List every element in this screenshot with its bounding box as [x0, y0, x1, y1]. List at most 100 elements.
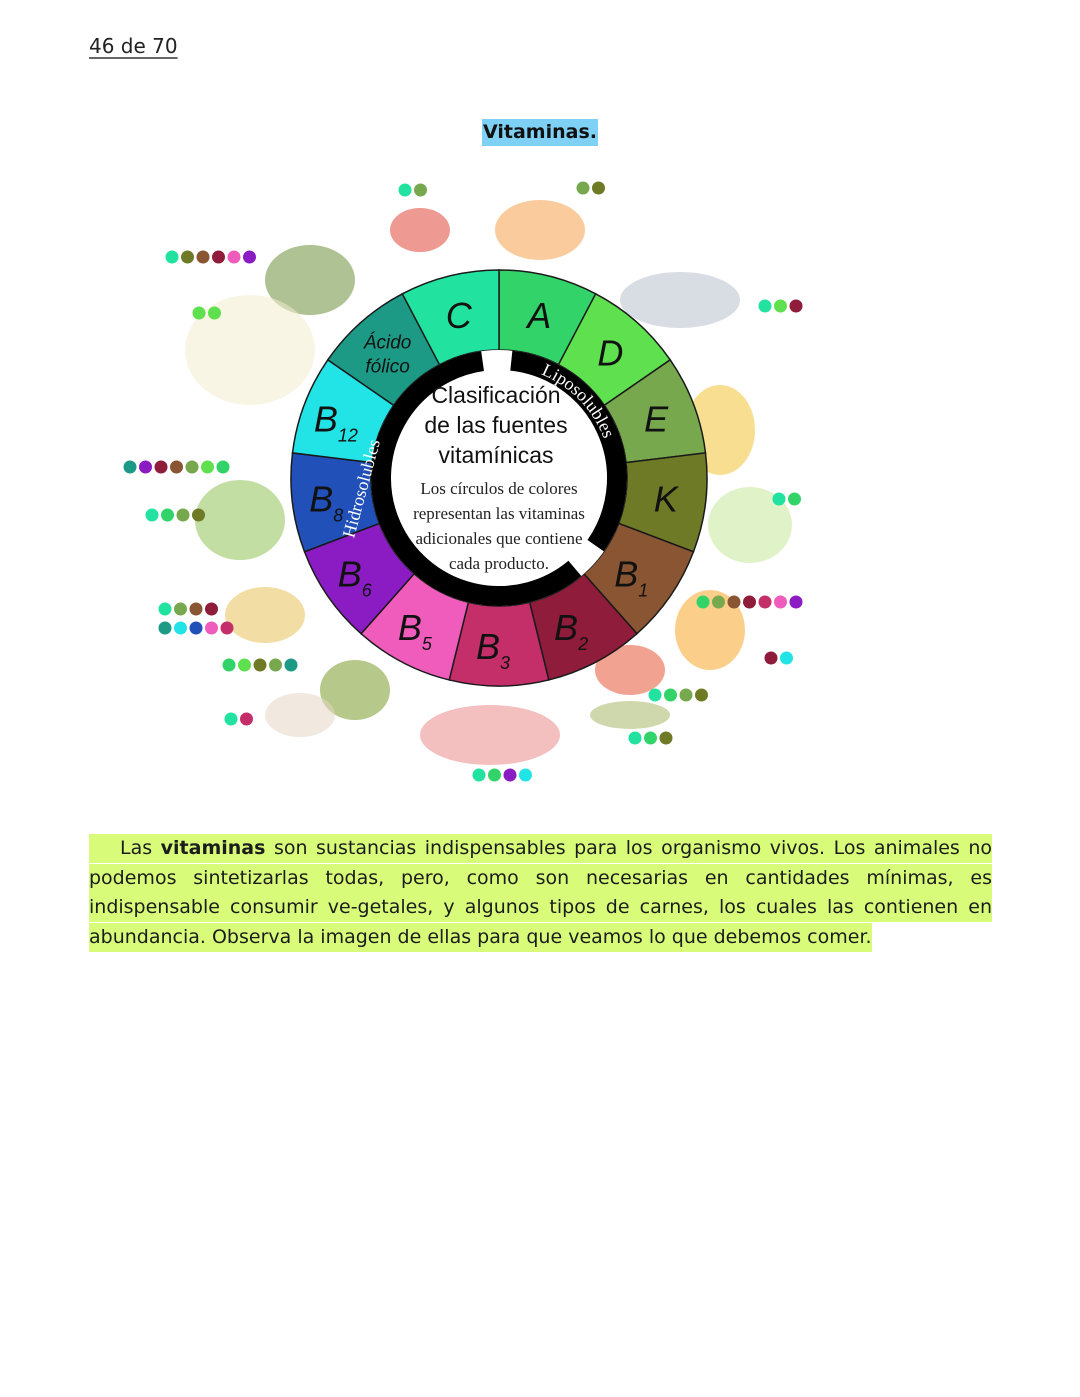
vitamin-dot: [224, 712, 238, 726]
segment-label: K: [654, 478, 680, 519]
vitamin-dot: [174, 602, 187, 616]
vitamin-dot: [519, 768, 532, 782]
vitamin-dot: [145, 508, 159, 522]
page-title: Vitaminas.: [482, 119, 598, 146]
center-title-line: de las fuentes: [424, 412, 567, 438]
vitamin-dot: [238, 658, 251, 672]
vitamin-dot: [679, 688, 693, 702]
food-image: [265, 245, 355, 315]
vitamin-dot: [284, 658, 298, 672]
vitamin-dot: [123, 460, 137, 474]
hidrosolubles-arc: [371, 351, 582, 606]
center-note-line: Los círculos de colores: [420, 479, 577, 498]
vitamin-dot: [648, 688, 662, 702]
vitamin-dot: [576, 181, 590, 195]
vitamin-dot: [227, 250, 241, 264]
segment-label: A: [525, 295, 551, 336]
vitamin-dot: [743, 595, 756, 609]
food-image: [495, 200, 585, 260]
food-image: [420, 705, 560, 765]
center-note-line: adicionales que contiene: [415, 529, 582, 548]
vitamin-dot: [161, 508, 174, 522]
food-image: [708, 487, 792, 563]
vitamin-dot: [174, 621, 187, 635]
vitamin-dot: [780, 651, 793, 665]
vitamin-dot: [158, 602, 172, 616]
vitamin-dot: [414, 183, 427, 197]
vitamin-dot: [659, 731, 673, 745]
segment-label: Ácido: [363, 332, 412, 353]
vitamin-dot: [240, 712, 253, 726]
vitamin-dot: [222, 658, 236, 672]
vitamin-dot: [592, 181, 605, 195]
vitamin-dot: [253, 658, 267, 672]
liposolubles-arc: [510, 350, 627, 552]
vitamin-dot: [205, 621, 218, 635]
vitamin-dot: [772, 492, 786, 506]
center-title-line: Clasificación: [431, 382, 560, 408]
vitamin-dot: [727, 595, 741, 609]
vitamin-dot: [712, 595, 725, 609]
vitamin-dot: [774, 595, 787, 609]
vitamin-dot: [139, 460, 152, 474]
food-image: [390, 208, 450, 252]
vitamin-dot: [189, 621, 203, 635]
vitamin-dot: [216, 460, 230, 474]
vitamin-dot: [189, 602, 203, 616]
food-image: [675, 590, 745, 670]
vitamin-dot: [758, 299, 772, 313]
vitamin-dot: [758, 595, 772, 609]
paragraph-body: son sustancias indispensables para los o…: [89, 837, 993, 948]
highlighted-text: Las vitaminas son sustancias indispensab…: [89, 834, 993, 952]
vitamin-dot: [220, 621, 234, 635]
center-note-line: representan las vitaminas: [413, 504, 585, 523]
vitamin-dot: [789, 299, 803, 313]
food-illustrations: [185, 200, 792, 765]
vitamin-dot: [185, 460, 199, 474]
segment-label: D: [597, 332, 623, 373]
center-text: Clasificación de las fuentes vitamínicasLo…: [413, 382, 585, 573]
body-paragraph: Las vitaminas son sustancias indispensab…: [89, 834, 993, 952]
food-image: [590, 701, 670, 729]
vitamin-dot: [165, 250, 179, 264]
vitamin-dot: [158, 621, 172, 635]
vitamin-dot: [488, 768, 501, 782]
vitamin-dot: [243, 250, 256, 264]
paragraph-intro: Las: [120, 837, 153, 859]
vitamin-dot: [269, 658, 282, 672]
center-note-line: cada producto.: [449, 554, 549, 573]
segment-label: fólico: [365, 356, 409, 377]
vitamin-dot: [789, 595, 803, 609]
vitamin-dot: [196, 250, 210, 264]
wheel-center: [371, 350, 627, 606]
vitamin-dot: [201, 460, 214, 474]
segment-label: E: [644, 398, 669, 439]
vitamin-dot: [192, 508, 205, 522]
segment-label: B12: [314, 398, 358, 445]
food-image: [265, 693, 335, 737]
vitamin-dot: [192, 306, 206, 320]
vitamin-dot: [696, 595, 710, 609]
food-image: [225, 587, 305, 643]
food-image: [320, 660, 390, 720]
segment-label: C: [446, 295, 473, 336]
title-container: Vitaminas.: [0, 119, 1080, 146]
vitamin-dot: [764, 651, 778, 665]
vitamin-dot: [628, 731, 642, 745]
vitamin-dot: [503, 768, 517, 782]
vitamin-dot: [472, 768, 486, 782]
vitamin-dot: [181, 250, 194, 264]
center-title-line: vitamínicas: [438, 442, 553, 468]
food-image: [595, 645, 665, 695]
food-image: [195, 480, 285, 560]
vitamin-dot: [170, 460, 183, 474]
page-counter: 46 de 70: [89, 34, 178, 58]
food-image: [185, 295, 315, 405]
vitamin-dot: [205, 602, 218, 616]
vitamin-dot: [788, 492, 801, 506]
vitamin-dot: [664, 688, 677, 702]
food-image: [620, 272, 740, 328]
